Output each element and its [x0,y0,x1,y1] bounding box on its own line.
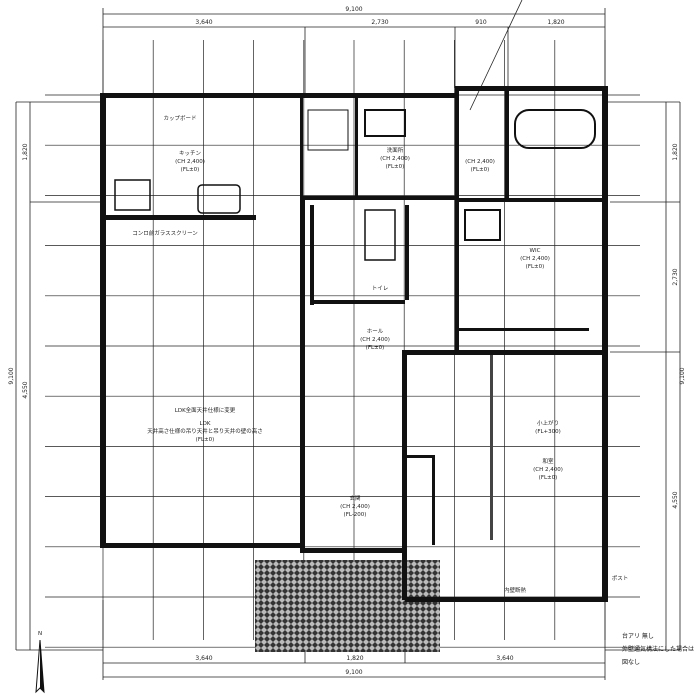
dim-bottom-total: 9,100 [345,669,362,676]
label-wic-ch: (CH 2,400) [520,256,550,262]
label-bath-ch: (CH 2,400) [465,159,495,165]
label-inner-insulation: 内壁断熱 [504,586,527,594]
label-washroom-ch: (CH 2,400) [380,156,410,162]
raised-floor-edge [490,355,493,540]
dim-top-3: 910 [475,19,487,26]
dim-bottom-3: 3,640 [496,655,513,662]
label-ldk-note: LDK全面天井仕様に変更 [175,406,236,414]
exterior-walls [100,86,608,602]
label-hall: ホール [367,328,384,335]
toilet [364,209,396,261]
washbasin [364,109,406,137]
dim-left-1: 1,820 [22,143,29,160]
label-kitchen-fl: (FL±0) [181,167,200,173]
dim-left-2: 4,550 [22,381,29,398]
label-washroom: 洗面所 [387,146,404,154]
dim-left-total: 9,100 [8,367,15,384]
north-arrow-icon: N [35,631,45,694]
label-ldk: LDK [200,421,211,427]
label-washroom-fl: (FL±0) [386,164,405,170]
dim-bottom-2: 1,820 [346,655,363,662]
dim-top-2: 2,730 [371,19,388,26]
label-entrance-ch: (CH 2,400) [340,504,370,510]
dim-right-3: 4,550 [672,491,679,508]
dim-top-total: 9,100 [345,6,362,13]
label-cupboard: カップボード [163,114,196,122]
kitchen-sink [197,184,241,214]
label-wic: WIC [530,248,541,254]
label-ldk-fl: (FL±0) [196,437,215,443]
svg-text:N: N [38,631,42,637]
label-kitchen: キッチン [179,150,202,157]
dim-bottom-1: 3,640 [195,655,212,662]
dim-right-total: 9,100 [679,367,686,384]
note-line-1: 台アリ 無し [622,632,654,640]
bathtub [514,109,596,149]
label-japanese-ch: (CH 2,400) [533,467,563,473]
grid-lines [45,40,640,648]
label-toilet: トイレ [372,286,389,292]
storage [307,109,349,151]
label-ldk-sub: 天井高さ仕様の吊り天井と吊り天井の壁の高さ [147,427,263,435]
label-wic-fl: (FL±0) [526,264,545,270]
note-line-2: 外壁通気構法にした場合は [622,645,694,653]
dim-right-1: 1,820 [672,143,679,160]
label-range-guard: コンロ前ガラススクリーン [132,229,198,237]
label-raised: 小上がり [537,419,559,427]
dim-top-4: 1,820 [547,19,564,26]
porch [255,560,440,652]
dimension-lines [15,0,681,680]
label-kitchen-ch: (CH 2,400) [175,159,205,165]
label-bath-fl: (FL±0) [471,167,490,173]
room-labels: カップボード キッチン (CH 2,400) (FL±0) コンロ前ガラススクリ… [132,114,628,594]
label-japanese-fl: (FL±0) [539,475,558,481]
label-entrance-fl: (FL-200) [344,512,367,518]
label-hall-ch: (CH 2,400) [360,337,390,343]
dim-right-2: 2,730 [672,268,679,285]
label-japanese-room: 和室 [542,457,554,465]
stove [114,179,151,211]
note-line-3: 図なし [622,659,640,666]
label-entrance: 玄関 [349,494,361,502]
dim-top-1: 3,640 [195,19,212,26]
label-raised-fl: (FL+300) [535,429,561,435]
washing-machine [464,209,501,241]
label-hall-fl: (FL±0) [366,345,385,351]
label-mailbox: ポスト [612,575,629,582]
